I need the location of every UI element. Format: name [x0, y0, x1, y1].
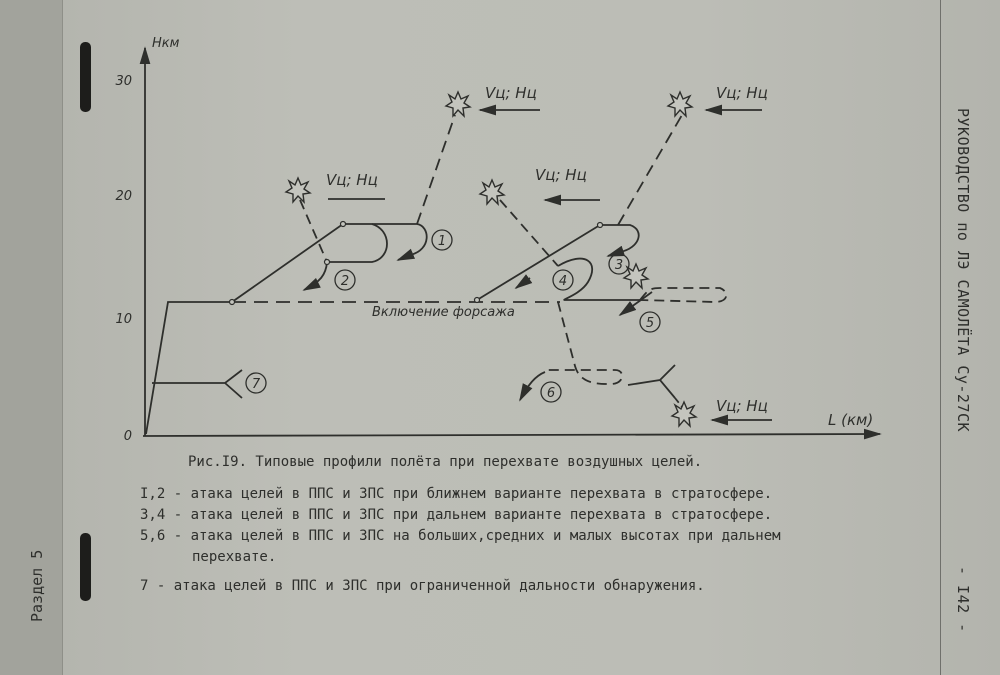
target-burst-icon — [622, 262, 650, 290]
margin-rule — [940, 0, 941, 675]
target-burst-icon — [284, 176, 312, 204]
legend-item: 7 - атака целей в ППС и ЗПС при ограниче… — [140, 578, 705, 594]
profile-7-path — [152, 369, 243, 399]
profile-number-4: 4 — [559, 274, 567, 289]
profile-4-arrow — [514, 274, 533, 290]
legend-item: 3,4 - атака целей в ППС и ЗПС при дальне… — [140, 507, 773, 523]
legend-item: 5,6 - атака целей в ППС и ЗПС на больших… — [140, 528, 781, 544]
waypoint — [596, 221, 604, 229]
profile-number-circle — [608, 253, 630, 275]
target-label: Vц; Нц — [485, 84, 537, 102]
profile-number-circle — [540, 381, 562, 403]
profile-6-dashed — [545, 301, 624, 385]
profile-number-circle — [639, 311, 661, 333]
profile-4-path — [557, 257, 640, 301]
profile-2-dashed — [299, 199, 328, 263]
y-tick-label: 0 — [124, 429, 132, 444]
target-burst-icon — [666, 90, 694, 118]
target-burst-icon — [444, 90, 472, 118]
profile-5-arrow — [618, 291, 653, 317]
binding-mark — [80, 533, 91, 601]
profile-6-arrow — [519, 371, 546, 402]
profile-number-circle — [552, 269, 574, 291]
x-axis — [142, 428, 882, 440]
waypoint — [473, 296, 481, 304]
legend-item: перехвате. — [192, 549, 277, 565]
profile-number-circle — [334, 269, 356, 291]
binding-mark — [80, 42, 91, 112]
y-tick-label: 30 — [115, 74, 132, 89]
x-axis-label: L (км) — [828, 411, 873, 429]
profile-3-arrow — [606, 245, 626, 257]
climb-path — [145, 301, 232, 435]
fork-6 — [627, 364, 676, 399]
profile-2-path — [327, 223, 388, 263]
target-label: Vц; Нц — [716, 397, 768, 415]
profile-5-loop — [639, 287, 728, 303]
target-label: Vц; Нц — [535, 166, 587, 184]
target-label: Vц; Нц — [326, 171, 378, 189]
profile-1-dashed — [416, 114, 456, 225]
profile-number-circle — [431, 229, 453, 251]
figure-legend: I,2 - атака целей в ППС и ЗПС при ближне… — [140, 484, 781, 597]
profile-2-arrow — [302, 261, 328, 291]
waypoint — [323, 258, 331, 266]
target-burst-icon — [670, 400, 698, 428]
afterburner-label: Включение форсажа — [372, 305, 515, 320]
waypoint — [228, 298, 236, 306]
profile-3-path — [476, 224, 640, 301]
profile-number-circle — [245, 372, 267, 394]
profile-number-3: 3 — [615, 258, 623, 273]
y-tick-label: 10 — [115, 312, 132, 327]
profile-1-arrow — [396, 248, 416, 261]
target-burst-icon — [478, 178, 506, 206]
profile-number-7: 7 — [252, 377, 261, 392]
profile-4-dashed — [499, 199, 559, 267]
figure-caption: Рис.I9. Типовые профили полёта при перех… — [188, 454, 703, 470]
profile-number-1: 1 — [438, 234, 446, 249]
profile-3-dashed — [617, 114, 683, 226]
profile-number-6: 6 — [547, 386, 555, 401]
profile-number-5: 5 — [646, 316, 654, 331]
waypoint — [339, 220, 347, 228]
profile-number-2: 2 — [341, 274, 349, 289]
y-tick-label: 20 — [115, 189, 132, 204]
legend-item: I,2 - атака целей в ППС и ЗПС при ближне… — [140, 486, 773, 502]
left-page-edge — [0, 0, 63, 675]
y-axis-label: Нкм — [152, 36, 180, 51]
target-label: Vц; Нц — [716, 84, 768, 102]
